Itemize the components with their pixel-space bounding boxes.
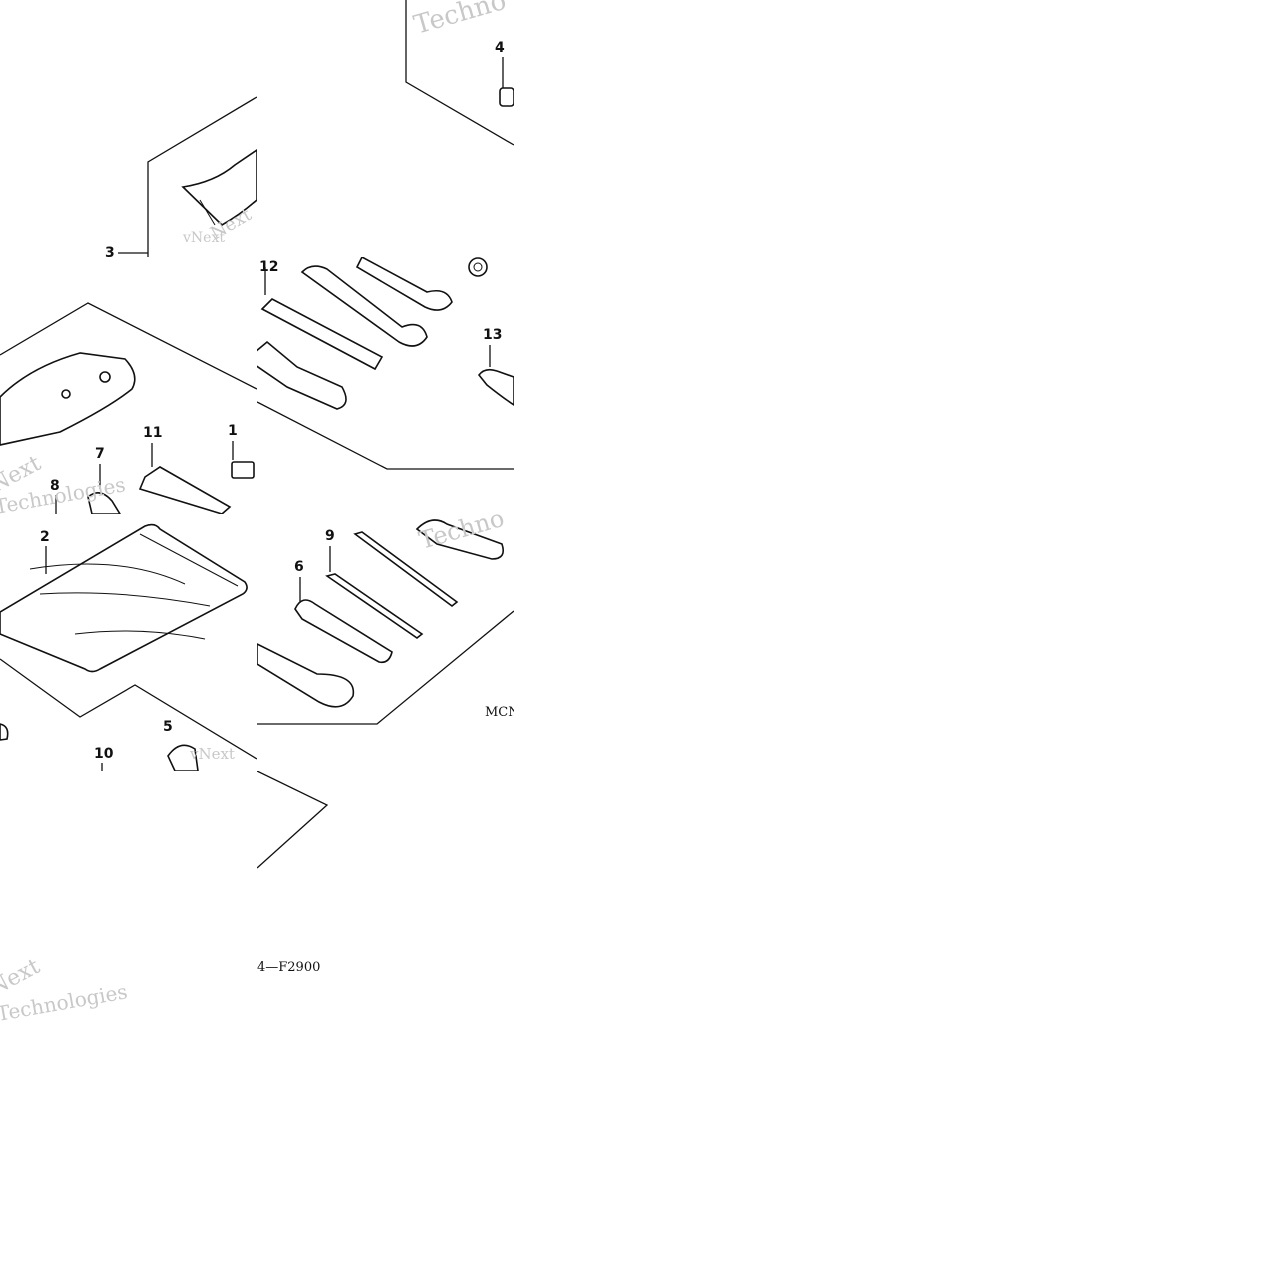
part-spark-plug-socket [257, 340, 347, 410]
snap-button [99, 371, 111, 383]
callout-9: 9 [325, 528, 335, 544]
part-5-tool [167, 744, 199, 771]
snap-button [61, 389, 71, 399]
callout-12: 12 [259, 259, 278, 275]
box-wrench [257, 643, 355, 708]
screwdriver-shaft-upper [353, 531, 459, 608]
callout-11: 11 [143, 425, 162, 441]
pouch-crease [29, 563, 186, 585]
watermark-word1: vNext [182, 230, 225, 246]
bag-strap-line [199, 199, 216, 226]
kit-outline-line [257, 771, 329, 869]
callout-7: 7 [95, 446, 105, 462]
part-12-handle-bar [260, 298, 384, 371]
tile-middle-left: 11 1 7 8 Next Technologies [0, 257, 257, 514]
part-1-fuse-clip [231, 461, 255, 479]
pouch-seam [139, 533, 239, 587]
drawing-code-bottom: 4—F2900 [257, 960, 320, 975]
part-6-wrench [294, 599, 393, 664]
part-handle-tool [415, 519, 505, 560]
part-4-tool [499, 87, 514, 107]
kit-outline-line [257, 610, 514, 725]
kit-outline-line [0, 302, 257, 390]
kit-outline-line [257, 401, 514, 470]
pouch-crease [39, 592, 211, 607]
watermark-word1: vNext [189, 745, 235, 763]
callout-3: 3 [105, 245, 115, 257]
callout-5: 5 [163, 719, 173, 735]
tile-top-left: 3 vNext Next [0, 0, 257, 257]
callout-6: 6 [294, 559, 304, 575]
tile-top-middle: 4 Techno [257, 0, 514, 257]
tile-bottom-center: 4—F2900 [257, 771, 514, 1028]
part-9-screwdriver [325, 573, 424, 639]
part-2-document-pouch [0, 523, 248, 673]
wrench-12-14mm [300, 265, 428, 347]
callout-8: 8 [50, 478, 60, 494]
part-7-wrench [87, 492, 121, 514]
tool-bag-flap [181, 149, 257, 226]
pouch-crease [74, 630, 206, 640]
part-13-tool [477, 368, 514, 406]
socket-nut [468, 257, 488, 277]
callout-13: 13 [483, 327, 502, 343]
kit-outline-line [0, 658, 257, 760]
tile-bottom-left: Next Technologies [0, 771, 257, 1028]
kit-outline-line [147, 96, 257, 257]
drawing-code-top: MCN [485, 705, 514, 720]
callout-1: 1 [228, 423, 238, 439]
part-11-screwdriver [138, 466, 232, 514]
callout-2: 2 [40, 529, 50, 545]
callout-4: 4 [495, 40, 505, 56]
socket-nut-bore [473, 262, 483, 272]
part-fragment [0, 723, 9, 741]
tile-lower-center: 9 6 MCN Techno [257, 514, 514, 771]
tile-lower-left: 2 5 10 vNext [0, 514, 257, 771]
tile-middle-center: 12 13 [257, 257, 514, 514]
callout-10: 10 [94, 746, 114, 762]
wrench-10-12mm [355, 257, 453, 311]
tool-roll-bag [0, 352, 136, 446]
kit-outline-line [405, 0, 514, 146]
watermark-fragment-techno: Techno [411, 0, 510, 41]
